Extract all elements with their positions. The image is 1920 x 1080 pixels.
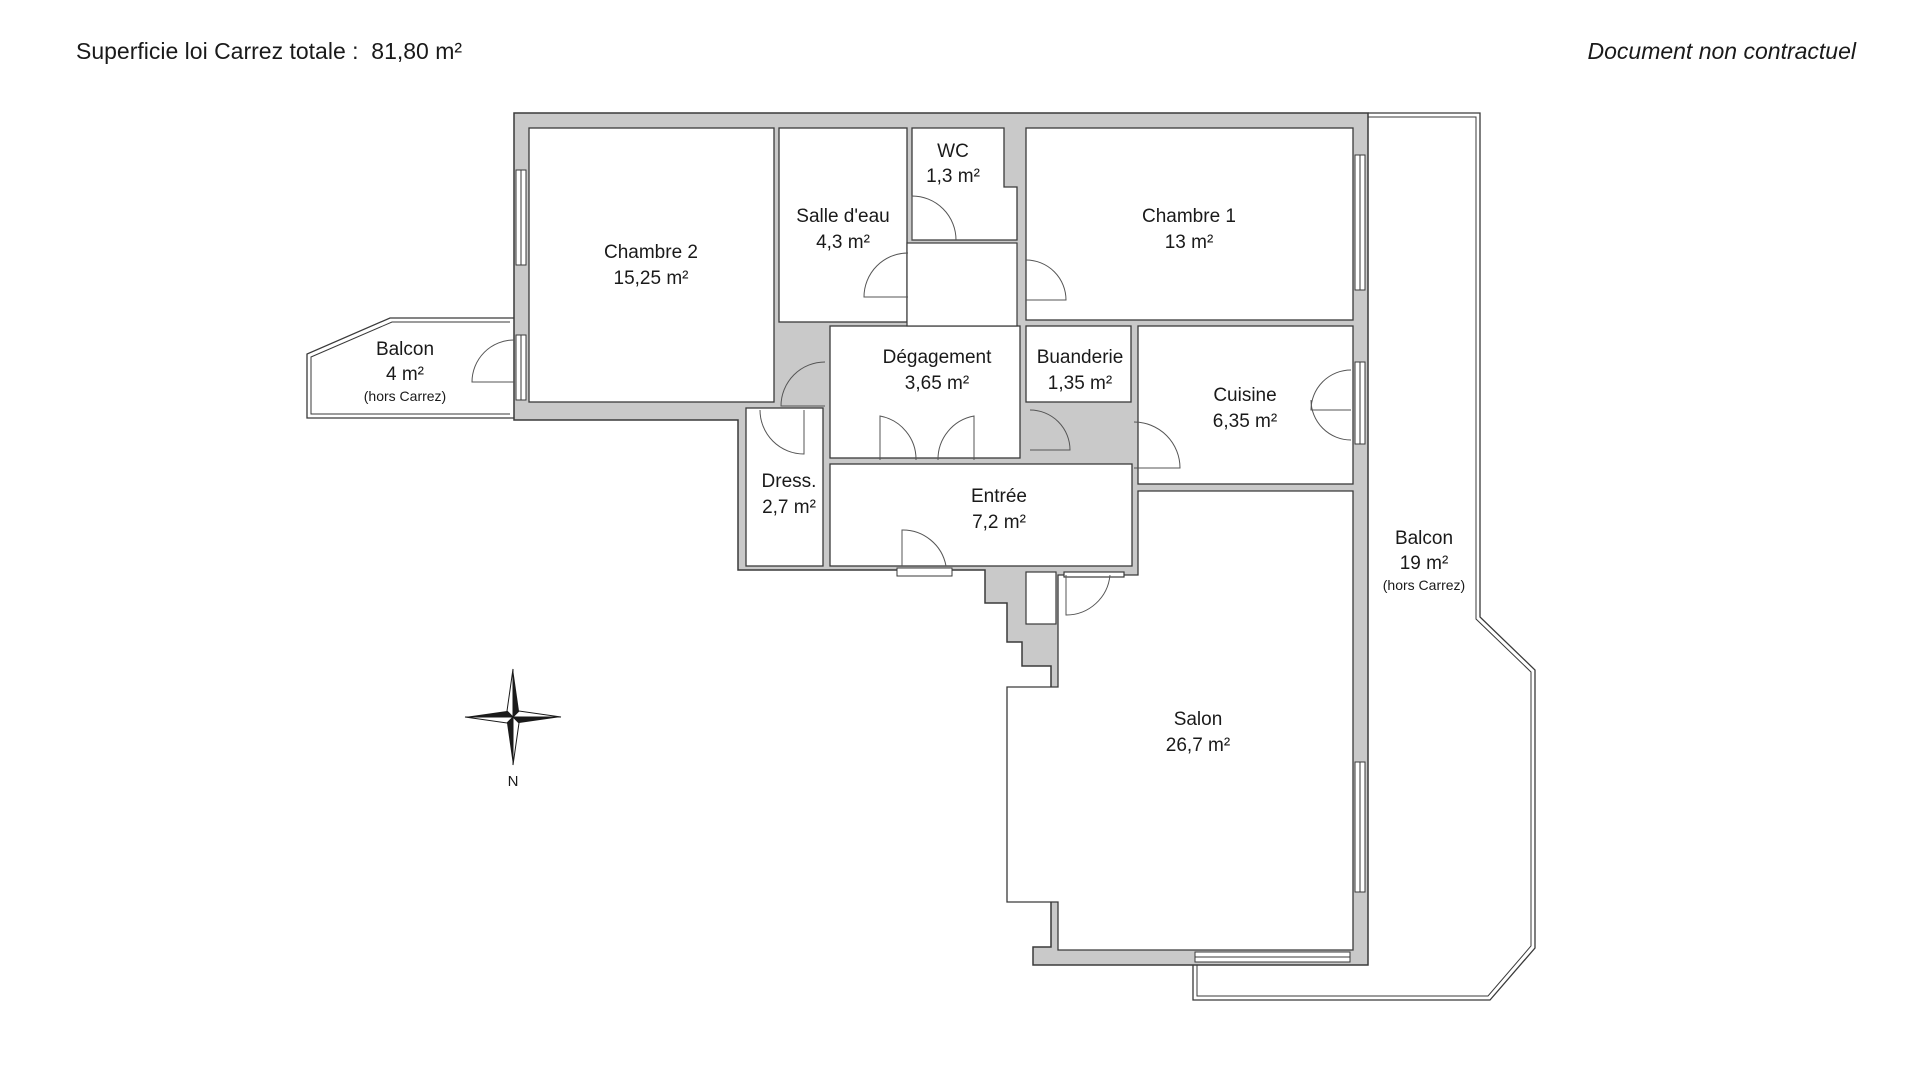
compass-north-label: N [508,773,519,790]
salon-name: Salon [1174,709,1223,730]
room-degagement [829,325,1021,459]
balcon-small-area: 4 m² [386,364,424,385]
salle-eau-name: Salle d'eau [796,206,889,227]
room-labels: Chambre 2 15,25 m² Salle d'eau 4,3 m² WC… [364,141,1465,756]
buanderie-area: 1,35 m² [1048,373,1112,394]
wc-area: 1,3 m² [926,166,980,187]
windows [515,154,1366,963]
room-cuisine [1137,325,1354,485]
wall-niche-2 [1063,571,1125,578]
dressing-area: 2,7 m² [762,497,816,518]
disclaimer-text: Document non contractuel [1587,38,1857,64]
buanderie-name: Buanderie [1037,347,1124,368]
room-chambre2 [528,127,775,403]
entree-area: 7,2 m² [972,512,1026,533]
room-buanderie [1025,325,1132,403]
degagement-name: Dégagement [883,347,993,368]
room-entree [829,463,1133,567]
degagement-area: 3,65 m² [905,373,969,394]
room-chambre1 [1025,127,1354,321]
salon-area: 26,7 m² [1166,735,1230,756]
balcon-small-outline [306,317,514,419]
wall-degagement-top [906,242,1018,327]
cuisine-area: 6,35 m² [1213,411,1277,432]
balcon-small-note: (hors Carrez) [364,388,446,404]
chambre2-name: Chambre 2 [604,242,698,263]
balcon-large-area: 19 m² [1400,553,1449,574]
balcon-large-name: Balcon [1395,528,1453,549]
compass-rose-icon [464,668,562,766]
entree-name: Entrée [971,486,1027,507]
salle-eau-area: 4,3 m² [816,232,870,253]
balcon-small-name: Balcon [376,339,434,360]
doors [471,195,1352,616]
walls [513,112,1369,966]
wall-niche [1025,571,1057,625]
chambre2-area: 15,25 m² [614,268,689,289]
cuisine-name: Cuisine [1213,385,1276,406]
dressing-name: Dress. [762,471,817,492]
wc-name: WC [937,141,969,162]
balcon-large-outline [1192,112,1536,1001]
total-area-label: Superficie loi Carrez totale : [76,38,359,64]
chambre1-name: Chambre 1 [1142,206,1236,227]
total-area-heading: Superficie loi Carrez totale : 81,80 m² [76,38,462,65]
total-area-value: 81,80 m² [371,38,463,64]
room-salle-eau [778,127,908,323]
room-dressing [745,407,824,567]
chambre1-area: 13 m² [1165,232,1214,253]
balcon-large-note: (hors Carrez) [1383,577,1465,593]
